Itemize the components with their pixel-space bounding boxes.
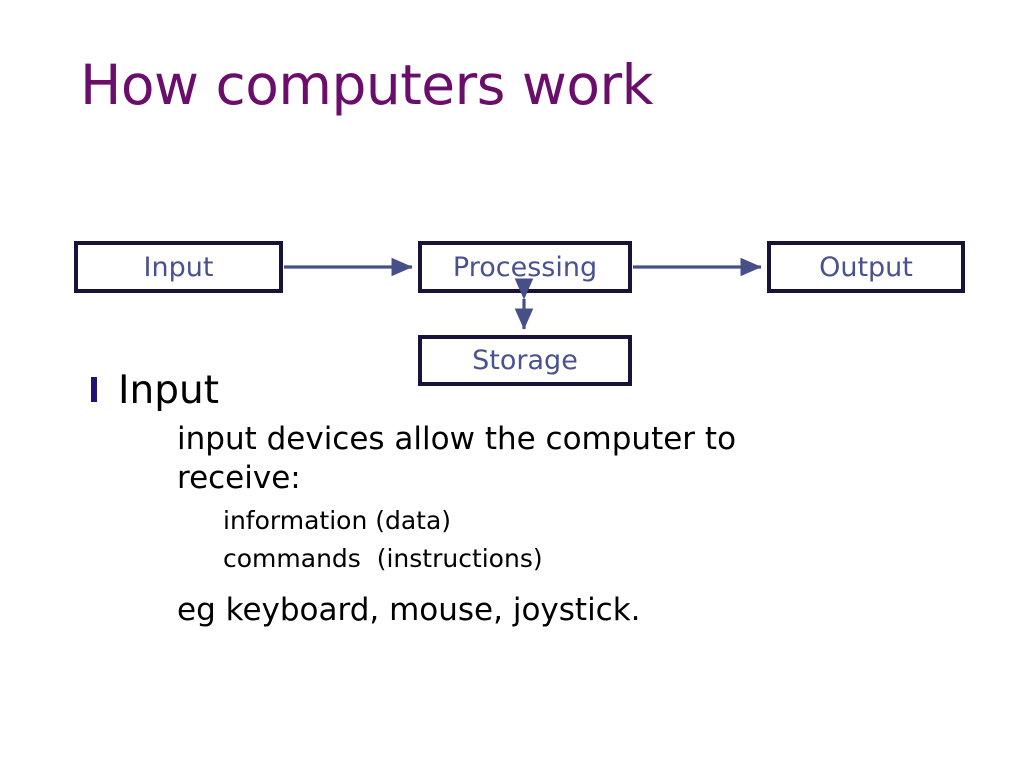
small-diamond-bullet-icon bbox=[200, 553, 212, 565]
small-diamond-bullet-icon bbox=[200, 515, 212, 527]
list-item: information (data) bbox=[200, 505, 988, 536]
page-title: How computers work bbox=[80, 53, 653, 117]
list-item: input devices allow the computer to rece… bbox=[146, 420, 988, 498]
diagram-box-output-label: Output bbox=[819, 251, 913, 283]
list-item-level1: Input bbox=[88, 368, 988, 414]
list-item-label: commands (instructions) bbox=[223, 544, 543, 573]
diagram-box-input[interactable]: Input bbox=[74, 241, 283, 293]
diamond-bullet-icon bbox=[88, 377, 114, 406]
bullet-list: Input input devices allow the computer t… bbox=[88, 368, 988, 630]
list-item: eg keyboard, mouse, joystick. bbox=[146, 591, 988, 630]
diagram-box-input-label: Input bbox=[143, 251, 214, 283]
list-item-label: information (data) bbox=[223, 506, 452, 535]
list-item-label: input devices allow the computer to rece… bbox=[177, 421, 737, 496]
list-item: commands (instructions) bbox=[200, 543, 988, 574]
diagram-box-processing[interactable]: Processing bbox=[418, 241, 632, 293]
square-bullet-icon bbox=[146, 433, 162, 449]
diagram-box-processing-label: Processing bbox=[452, 251, 598, 283]
list-item-label: eg keyboard, mouse, joystick. bbox=[177, 592, 641, 628]
diagram-box-output[interactable]: Output bbox=[767, 241, 965, 293]
square-bullet-icon bbox=[146, 604, 162, 620]
list-item-level1-label: Input bbox=[118, 368, 219, 413]
